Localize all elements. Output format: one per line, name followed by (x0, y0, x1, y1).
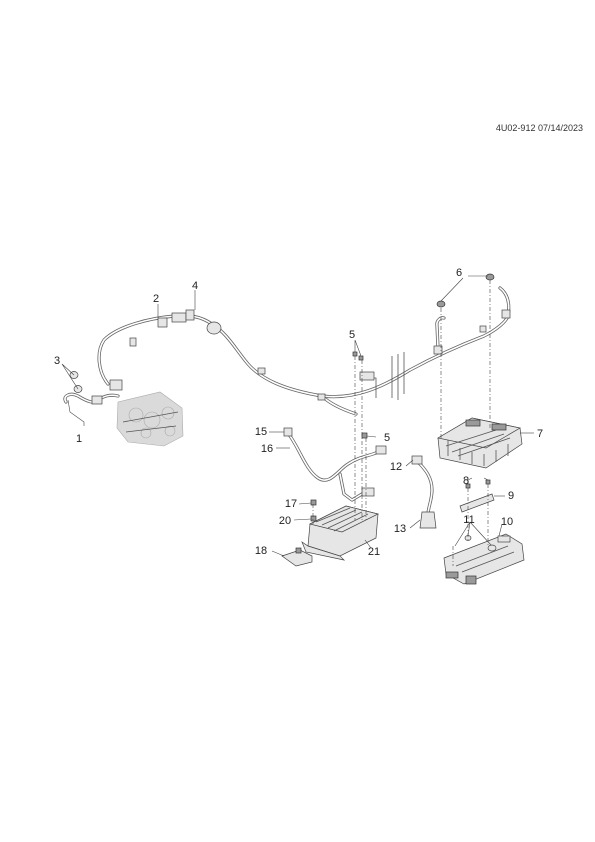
engine-block (116, 391, 184, 447)
callout-11: 11 (463, 514, 474, 526)
callout-18: 18 (255, 545, 267, 557)
power-module (301, 505, 380, 561)
callout-3: 3 (54, 355, 60, 367)
diagram-code-date: 4U02-912 07/14/2023 (496, 123, 583, 133)
alignment-lines (312, 280, 491, 566)
callout-8: 8 (463, 475, 469, 487)
mounting-tray (443, 533, 525, 585)
bolt-5b (361, 432, 368, 439)
callout-21: 21 (368, 546, 380, 558)
callout-20: 20 (279, 515, 291, 527)
callout-17: 17 (285, 498, 297, 510)
bolt-5a-1 (352, 351, 358, 357)
callout-15: 15 (255, 426, 267, 438)
bolt-5a-2 (358, 355, 364, 361)
callout-9: 9 (508, 490, 514, 502)
callout-2: 2 (153, 293, 159, 305)
battery-module (437, 417, 523, 469)
clip-nuts (436, 273, 495, 308)
callout-10: 10 (501, 516, 513, 528)
sensor-cable (411, 455, 437, 529)
callout-5-lower: 5 (384, 432, 390, 444)
bolts (310, 499, 317, 522)
callout-1: 1 (76, 433, 82, 445)
callout-7: 7 (537, 428, 543, 440)
main-harness (63, 286, 511, 416)
leader-lines (61, 275, 534, 557)
callout-13: 13 (394, 523, 406, 535)
small-bracket (281, 547, 313, 567)
callout-4: 4 (192, 280, 198, 292)
callout-5-upper: 5 (349, 329, 355, 341)
grommet-pair (69, 371, 83, 393)
callout-16: 16 (261, 443, 273, 455)
callout-12: 12 (390, 461, 402, 473)
charger-harness (283, 427, 387, 502)
callout-6: 6 (456, 267, 462, 279)
